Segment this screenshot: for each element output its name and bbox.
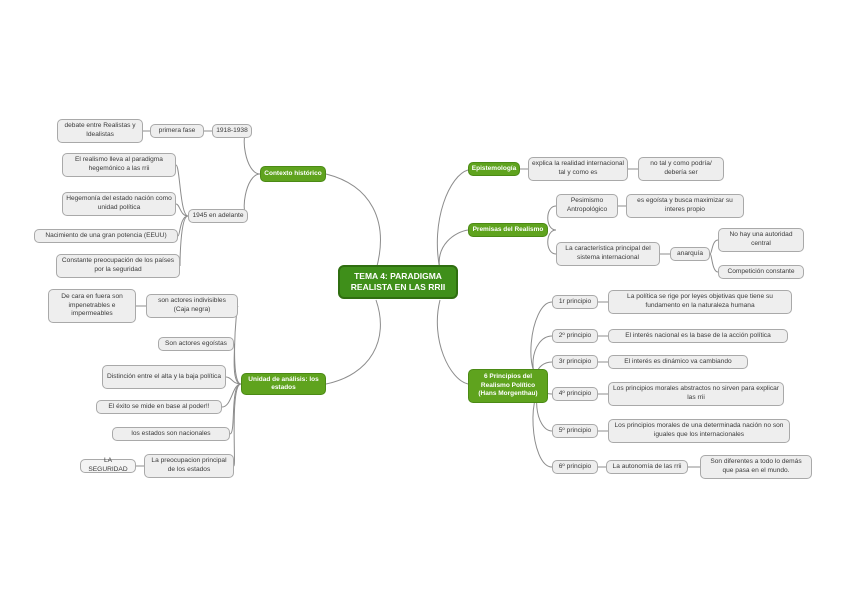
node-hegemonia-estado-nacion[interactable]: Hegemonía del estado nación como unidad … xyxy=(62,192,176,216)
node-impenetrables[interactable]: De cara en fuera son impenetrables e imp… xyxy=(48,289,136,323)
node-principio-3-text[interactable]: El interés es dinámico va cambiando xyxy=(608,355,748,369)
node-preocupacion-seguridad[interactable]: Constante preocupación de los países por… xyxy=(56,254,180,278)
branch-contexto-historico[interactable]: Contexto histórico xyxy=(260,166,326,182)
node-la-seguridad[interactable]: LA SEGURIDAD xyxy=(80,457,136,473)
node-realismo-paradigma[interactable]: El realismo lleva al paradigma hegemónic… xyxy=(62,153,176,177)
node-principio-5-text[interactable]: Los principios morales de una determinad… xyxy=(608,419,790,443)
node-pesimismo-antropologico[interactable]: Pesimismo Antropológico xyxy=(556,194,618,218)
node-competicion-constante[interactable]: Competición constante xyxy=(718,265,804,279)
node-actores-indivisibles[interactable]: son actores indivisibles (Caja negra) xyxy=(146,294,238,318)
node-explica-realidad[interactable]: explica la realidad internacional tal y … xyxy=(528,157,628,181)
node-anarquia[interactable]: anarquía xyxy=(670,247,710,261)
node-principio-2[interactable]: 2º principio xyxy=(552,329,598,343)
branch-6-principios[interactable]: 6 Principios del Realismo Político (Hans… xyxy=(468,369,548,403)
node-primera-fase[interactable]: primera fase xyxy=(150,124,204,138)
node-egoista-interes[interactable]: es egoísta y busca maximizar su interes … xyxy=(626,194,744,218)
node-principio-6-sub[interactable]: Son diferentes a todo lo demás que pasa … xyxy=(700,455,812,479)
node-preocupacion-principal[interactable]: La preocupacion principal de los estados xyxy=(144,454,234,478)
node-principio-4[interactable]: 4º principio xyxy=(552,387,598,401)
node-principio-6[interactable]: 6º principio xyxy=(552,460,598,474)
node-exito-poder[interactable]: El éxito se mide en base al poder!! xyxy=(96,400,222,414)
branch-unidad-de-analisis[interactable]: Unidad de análisis: los estados xyxy=(241,373,326,395)
node-no-tal-como[interactable]: no tal y como podría/ debería ser xyxy=(638,157,724,181)
root-node[interactable]: TEMA 4: PARADIGMA REALISTA EN LAS RRII xyxy=(338,265,458,299)
node-principio-5[interactable]: 5º principio xyxy=(552,424,598,438)
node-nacimiento-gran-potencia[interactable]: Nacimiento de una gran potencia (EEUU) xyxy=(34,229,178,243)
branch-premisas-realismo[interactable]: Premisas del Realismo xyxy=(468,223,548,237)
node-1918-1938[interactable]: 1918-1938 xyxy=(212,124,252,138)
node-principio-6-text[interactable]: La autonomía de las rrii xyxy=(606,460,688,474)
node-principio-1[interactable]: 1r principio xyxy=(552,295,598,309)
node-caracteristica-sistema[interactable]: La característica principal del sistema … xyxy=(556,242,660,266)
branch-epistemologia[interactable]: Epistemología xyxy=(468,162,520,176)
node-principio-2-text[interactable]: El interés nacional es la base de la acc… xyxy=(608,329,788,343)
node-principio-1-text[interactable]: La política se rige por leyes objetivas … xyxy=(608,290,792,314)
node-alta-baja-politica[interactable]: Distinción entre el alta y la baja polít… xyxy=(102,365,226,389)
node-principio-3[interactable]: 3r principio xyxy=(552,355,598,369)
node-estados-nacionales[interactable]: los estados son nacionales xyxy=(112,427,230,441)
node-no-hay-autoridad[interactable]: No hay una autoridad central xyxy=(718,228,804,252)
node-principio-4-text[interactable]: Los principios morales abstractos no sir… xyxy=(608,382,784,406)
node-1945-en-adelante[interactable]: 1945 en adelante xyxy=(188,209,248,223)
node-debate-realistas-idealistas[interactable]: debate entre Realistas y Idealistas xyxy=(57,119,143,143)
node-actores-egoistas[interactable]: Son actores egoístas xyxy=(158,337,234,351)
